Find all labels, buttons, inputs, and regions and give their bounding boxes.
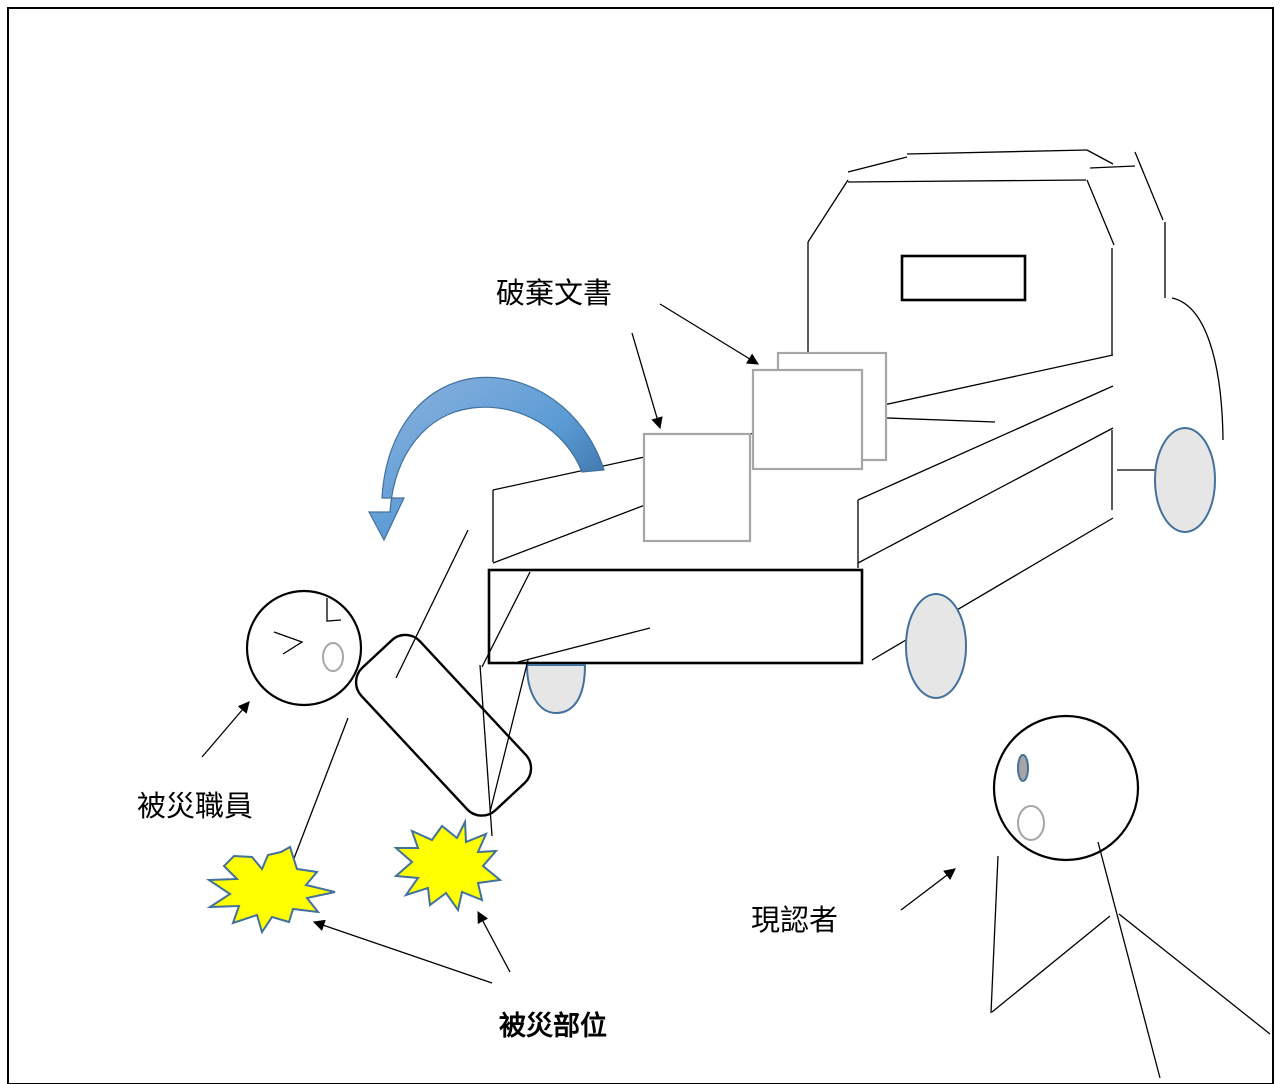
victim-leg (479, 664, 493, 837)
impact-burst-icon (205, 845, 336, 935)
leader-arrow (900, 868, 956, 911)
document-box (751, 368, 864, 471)
label-witness: 現認者 (751, 903, 838, 937)
leader-arrow (312, 919, 493, 984)
witness-body (1097, 841, 1161, 1079)
leader-arrow (659, 303, 759, 365)
witness-arm (1118, 913, 1271, 1035)
victim-arm (287, 717, 349, 875)
witness-arm (991, 915, 1111, 1013)
tailgate-chain-left (481, 571, 531, 668)
witness-head (992, 714, 1140, 862)
witness-mouth (1017, 805, 1045, 841)
victim-arm (489, 659, 529, 813)
leader-arrow (631, 332, 663, 430)
truck (481, 149, 1224, 715)
cab-rear-window (900, 254, 1027, 302)
victim-eye (273, 631, 304, 655)
victim-mouth (322, 642, 344, 672)
witness-arm (990, 855, 999, 1014)
witness-eye (1017, 754, 1029, 782)
label-victim: 被災職員 (137, 789, 253, 823)
witness-figure (990, 714, 1271, 1079)
wheel-rear-far (525, 664, 587, 715)
victim-leg (395, 529, 469, 679)
wheel-rear-near (905, 593, 967, 699)
diagram-frame (7, 7, 1274, 1084)
label-documents: 破棄文書 (496, 276, 612, 310)
victim-head (245, 589, 363, 707)
document-box (642, 432, 752, 543)
leader-arrow (201, 701, 250, 758)
impact-burst-icon (393, 818, 503, 913)
victim-figure (245, 529, 533, 875)
truck-cab (807, 149, 1224, 510)
leader-arrow (477, 910, 511, 973)
tailgate (487, 568, 864, 665)
document-boxes (642, 351, 888, 543)
label-injury-sites: 被災部位 (499, 1010, 607, 1042)
victim-eye (326, 598, 342, 622)
tailgate-edge (517, 627, 651, 663)
curved-arrow-icon (367, 376, 605, 542)
wheel-front-near (1154, 427, 1216, 533)
